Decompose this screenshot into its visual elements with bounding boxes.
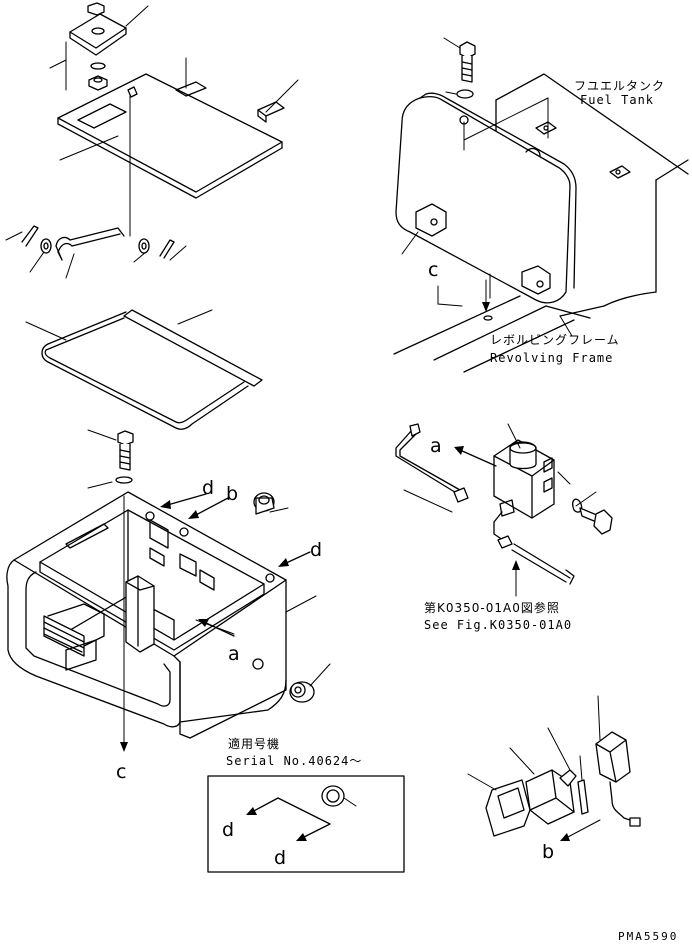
callout-b-box: b xyxy=(226,483,238,505)
drawing-code: PMA5590 xyxy=(618,930,678,943)
callout-b-lamp: b xyxy=(542,841,554,863)
lamp-assembly xyxy=(467,695,641,841)
callout-d-right: d xyxy=(310,539,322,561)
fuel-tank-label-jp: フユエルタンク xyxy=(574,79,665,93)
see-fig-label-jp: 第K0350-01A0図参照 xyxy=(424,600,560,615)
fuel-tank-label-en: Fuel Tank xyxy=(580,93,654,107)
callout-d-detail-2: d xyxy=(274,847,286,869)
battery-box xyxy=(6,429,317,739)
see-fig-label-en: See Fig.K0350-01A0 xyxy=(424,618,572,632)
serial-label-jp: 適用号機 xyxy=(228,736,280,751)
revolving-frame-label-jp: レボルビングフレーム xyxy=(490,333,620,347)
serial-detail-box xyxy=(207,775,405,873)
callout-d-top: d xyxy=(202,477,214,499)
callout-c-tank: c xyxy=(428,259,438,281)
callout-a-washer: a xyxy=(430,435,442,457)
lid-stay-rod xyxy=(5,225,187,279)
serial-label-en: Serial No.40624～ xyxy=(226,754,362,768)
callout-a-box: a xyxy=(228,643,240,665)
seal-gaskets xyxy=(25,309,263,430)
washer-tank xyxy=(395,423,613,597)
fuel-tank-area xyxy=(393,37,689,373)
callout-d-detail-1: d xyxy=(222,819,234,841)
revolving-frame-label-en: Revolving Frame xyxy=(490,351,613,365)
lid-assembly xyxy=(49,2,299,237)
rubber-plugs xyxy=(253,492,331,703)
callout-c-box: c xyxy=(116,761,126,783)
box-callout-arrows xyxy=(120,493,311,752)
